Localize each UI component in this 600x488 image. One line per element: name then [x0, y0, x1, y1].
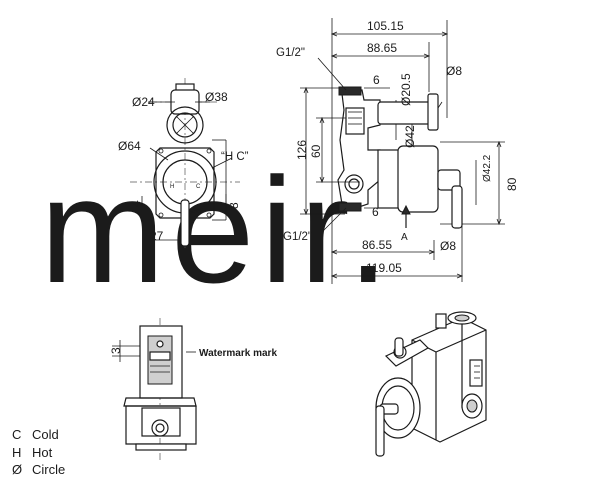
dim-80: 80 — [505, 177, 519, 191]
dim-27: 27 — [150, 229, 164, 243]
dim-dia-64: Ø64 — [118, 139, 141, 153]
inlet-top-label: G1/2" — [276, 47, 305, 59]
dim-60: 60 — [309, 144, 323, 158]
svg-text:C: C — [196, 184, 201, 190]
dim-dia-20-5: Ø20.5 — [399, 73, 413, 106]
watermark-mark-label: Watermark mark — [199, 348, 277, 359]
dim-6-top: 6 — [373, 73, 380, 87]
front-view: H C — [130, 78, 240, 248]
dim-6-bottom: 6 — [372, 205, 379, 219]
dim-86-55: 86.55 — [362, 238, 392, 252]
dim-handle-dia-top: Ø8 — [446, 64, 462, 78]
dim-105-15: 105.15 — [367, 19, 404, 33]
dim-126: 126 — [295, 140, 309, 160]
dim-handle-dia-bottom: Ø8 — [440, 239, 456, 253]
dim-4: 4 — [129, 200, 143, 207]
dim-8-front: 8 — [227, 202, 241, 209]
isometric-view — [375, 311, 487, 457]
dim-119-05: 119.05 — [366, 261, 402, 275]
dim-88-65: 88.65 — [367, 41, 397, 55]
hot-cold-mark-label: “H C” — [221, 151, 249, 163]
dim-3: 3 — [109, 347, 123, 354]
dim-dia-24: Ø24 — [132, 95, 155, 109]
dim-dia-42: Ø42 — [403, 125, 417, 148]
side-section-view — [300, 18, 505, 284]
dim-dia-38: Ø38 — [205, 90, 228, 104]
svg-text:H: H — [170, 184, 174, 190]
inlet-bottom-label: G1/2" — [283, 231, 312, 243]
arrow-a-label: A — [401, 232, 408, 243]
brand-watermark: meir. — [40, 146, 395, 314]
dim-dia-42-2: Ø42.2 — [482, 154, 493, 182]
rear-view — [112, 318, 197, 460]
